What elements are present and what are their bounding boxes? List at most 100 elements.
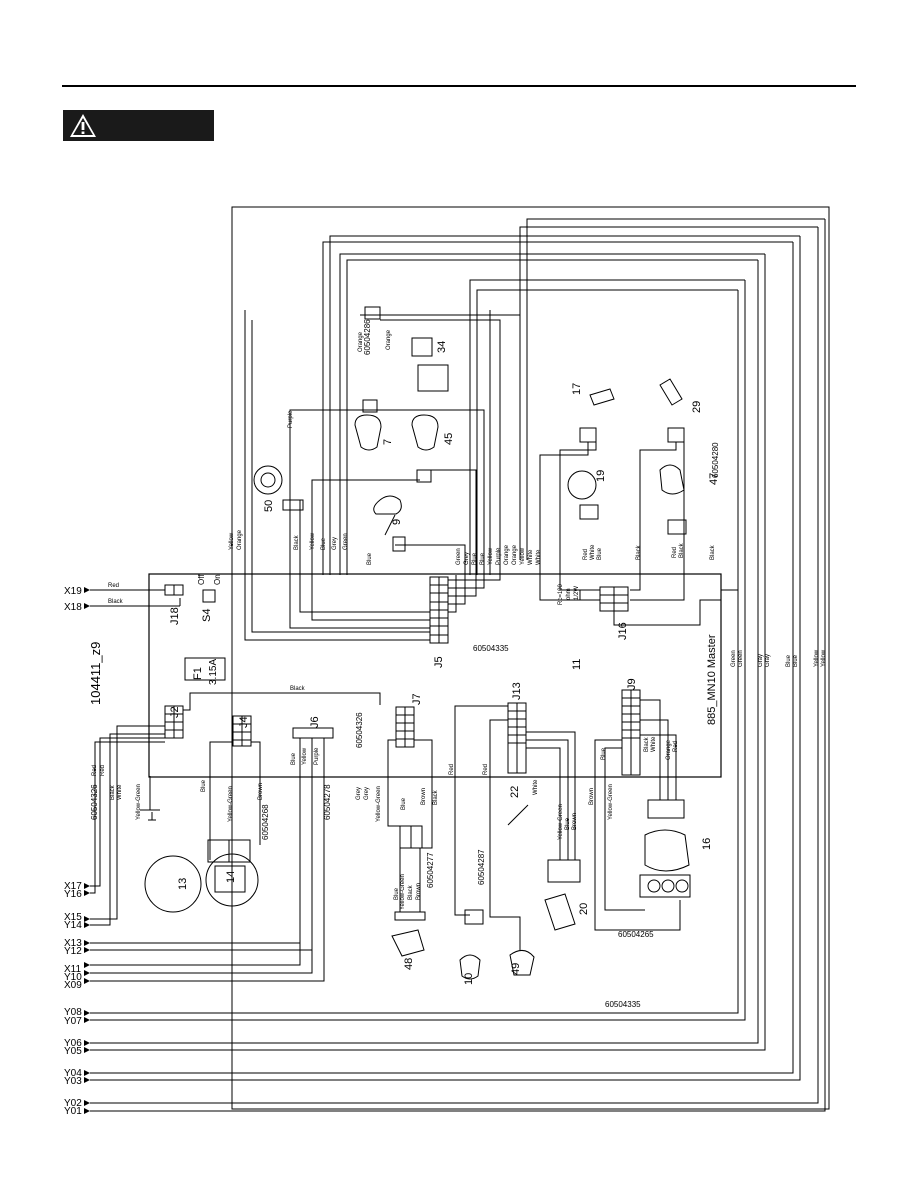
terminal-y14: Y14 <box>64 920 82 931</box>
switch-id: S4 <box>201 609 213 622</box>
wire-label-blue-19: Blue <box>597 547 603 560</box>
connector-j18: J18 <box>169 607 181 625</box>
switch-off: Off <box>197 574 206 585</box>
connector-j5: J5 <box>433 656 445 668</box>
wire-label-yellow-r2: Yellow <box>821 649 827 667</box>
connector-j2: J2 <box>169 706 181 718</box>
wire-label-orange: Orange <box>237 529 243 550</box>
wire-label-orange-34b: Orange <box>386 329 392 350</box>
connector-j16: J16 <box>617 622 629 640</box>
wire-label-blue-j5: Blue <box>321 537 327 550</box>
wire-label-gray-r: Gray <box>758 654 764 667</box>
wire-label-grey-j7b: Grey <box>364 787 370 800</box>
component-49: 49 <box>510 963 522 975</box>
component-11: 11 <box>571 659 583 670</box>
board-name: 885_MN10 Master <box>706 634 718 725</box>
wire-label-black-board: Black <box>290 686 306 692</box>
wire-label-black-j5: Black <box>294 534 300 550</box>
wire-label-blue-9: Blue <box>367 552 373 565</box>
component-17: 17 <box>571 383 583 395</box>
wire-label-blue-j13: Blue <box>565 817 571 830</box>
wire-label-blue-j4: Blue <box>201 779 207 792</box>
component-10: 10 <box>463 973 475 985</box>
wire-label-blue-c: Blue <box>480 552 486 565</box>
component-14: 14 <box>225 871 237 883</box>
terminal-y04: Y04 <box>64 1068 82 1079</box>
wire-label-blue-j7: Blue <box>401 797 407 810</box>
terminal-y08: Y08 <box>64 1007 82 1018</box>
fuse-rating: 3.15A <box>208 659 219 685</box>
component-29: 29 <box>691 401 703 413</box>
wire-label-yellow-r: Yellow <box>814 649 820 667</box>
wire-label-yg-j13: Yellow-Green <box>558 804 564 840</box>
wire-label-yellow-j5: Yellow <box>310 532 316 550</box>
wire-label-white-j2: White <box>117 784 123 800</box>
wire-label-blue-r2: Blue <box>793 654 799 667</box>
wire-label-black: Black <box>108 599 124 605</box>
component-22: 22 <box>509 786 521 798</box>
part-60504326-b: 60504326 <box>355 712 364 748</box>
wire-label-grey-j5: Grey <box>332 537 338 550</box>
resistor-power: 1/2W <box>574 586 580 600</box>
part-60504287: 60504287 <box>477 849 486 885</box>
wire-label-blue-j6: Blue <box>291 752 297 765</box>
component-20: 20 <box>578 903 590 915</box>
terminal-y03: Y03 <box>64 1076 82 1087</box>
component-16: 16 <box>701 838 713 850</box>
wire-label-brown-48: Brown <box>416 883 422 900</box>
wire-label-red-j13b: Red <box>483 764 489 775</box>
wire-label-gray-r2: Gray <box>765 654 771 667</box>
wire-label-white-j9: White <box>651 736 657 752</box>
component-45: 45 <box>443 433 455 445</box>
component-34: 34 <box>436 341 448 353</box>
wire-label-black-47: Black <box>636 544 642 560</box>
wire-label-black-j2: Black <box>110 784 116 800</box>
wire-label-yellow-c: Yellow <box>520 547 526 565</box>
part-60504280: 60504280 <box>711 442 720 478</box>
wire-label-black-48: Black <box>408 884 414 900</box>
component-48: 48 <box>403 958 415 970</box>
terminal-x17: X17 <box>64 881 82 892</box>
wire-label-green-r: Green <box>731 650 737 667</box>
terminal-y16: Y16 <box>64 889 82 900</box>
wire-label-red-47: Red <box>672 547 678 558</box>
wire-label-black-j9: Black <box>644 736 650 752</box>
wire-label-yg-j4: Yellow-Green <box>228 786 234 822</box>
wire-label-brown-j13: Brown <box>572 813 578 830</box>
part-60504326-a: 60504326 <box>90 784 99 820</box>
part-60504277: 60504277 <box>426 852 435 888</box>
connector-j6: J6 <box>309 716 321 728</box>
component-9: 9 <box>391 519 403 525</box>
wire-label-red-j13: Red <box>449 764 455 775</box>
wire-label-red: Red <box>108 583 119 589</box>
wire-label-black-j7: Black <box>433 789 439 805</box>
wire-label-blue-r: Blue <box>786 654 792 667</box>
wire-label-orange-34: Orange <box>358 331 364 352</box>
terminal-y12: Y12 <box>64 946 82 957</box>
part-60504286: 60504286 <box>363 319 372 355</box>
wire-label-orange-c: Orange <box>512 544 518 565</box>
wire-label-red-j2b: Red <box>100 765 106 776</box>
wire-label-green-b: Green <box>456 548 462 565</box>
warning-banner <box>63 110 214 141</box>
component-7: 7 <box>382 439 394 445</box>
warning-triangle-icon <box>70 114 96 137</box>
wire-label-brown-j4: Brown <box>258 783 264 800</box>
terminal-y10: Y10 <box>64 972 82 983</box>
connector-j9: J9 <box>626 678 638 690</box>
drawing-id: 104411_z9 <box>88 642 103 705</box>
connector-j13: J13 <box>511 682 523 700</box>
part-60504278: 60504278 <box>323 784 332 820</box>
wire-label-white-j13: White <box>533 779 539 795</box>
wire-label-grey-j7: Grey <box>356 787 362 800</box>
terminal-y02: Y02 <box>64 1098 82 1109</box>
resistor-unit: ohm <box>566 588 572 600</box>
wire-label-red-j2: Red <box>92 765 98 776</box>
wire-label-yellow: Yellow <box>229 532 235 550</box>
wire-label-purple-b: Purple <box>496 547 502 565</box>
terminal-y01: Y01 <box>64 1106 82 1117</box>
wire-label-red-j9: Red <box>673 741 679 752</box>
component-19: 19 <box>595 470 607 482</box>
part-60504335-bottom: 60504335 <box>605 1000 641 1009</box>
